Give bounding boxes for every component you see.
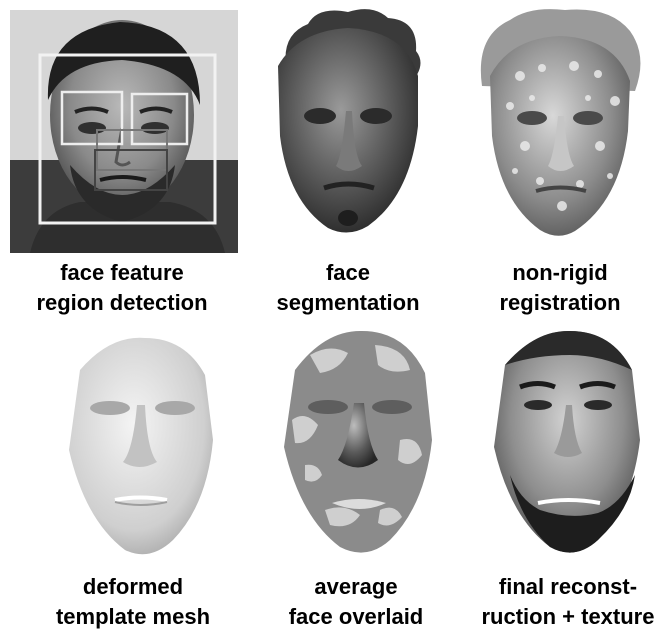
face-detection-image xyxy=(10,10,238,253)
caption-deformed-template-mesh: deformed template mesh xyxy=(20,572,246,632)
non-rigid-registration-image xyxy=(470,6,650,244)
caption-face-segmentation: face segmentation xyxy=(250,258,446,318)
average-face-overlaid-image xyxy=(270,325,445,565)
caption-final-reconstruction-texture: final reconst- ruction + texture xyxy=(470,572,666,632)
deformed-template-mesh-image xyxy=(55,330,225,565)
caption-face-feature-region-detection: face feature region detection xyxy=(0,258,244,318)
final-reconstruction-texture-image xyxy=(480,325,655,565)
caption-non-rigid-registration: non-rigid registration xyxy=(458,258,662,318)
face-segmentation-image xyxy=(258,6,438,244)
caption-average-face-overlaid: average face overlaid xyxy=(256,572,456,632)
